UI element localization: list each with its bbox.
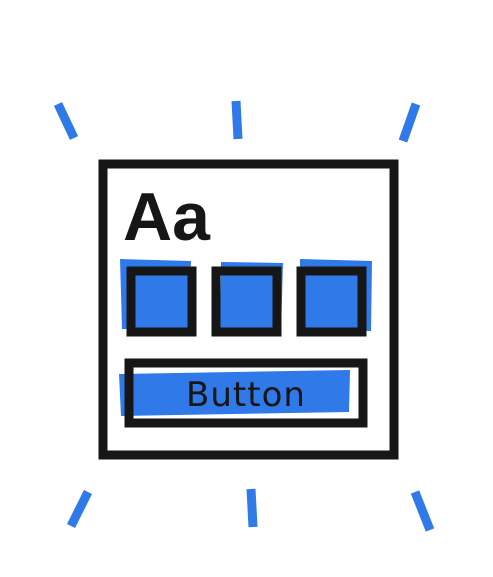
color-swatch [211, 266, 282, 337]
sparkle-ray [398, 102, 421, 143]
button-label: Button [186, 375, 306, 415]
button-fill [119, 370, 350, 416]
button-outline [124, 358, 368, 428]
sparkle-ray [410, 490, 435, 532]
swatch-fills [120, 259, 372, 331]
swatch-fill [300, 259, 372, 331]
color-swatches [126, 266, 367, 337]
typography-sample: Aa [123, 179, 211, 255]
color-swatch [126, 266, 197, 337]
sparkle-rays-bottom [66, 488, 435, 532]
sparkle-ray [246, 488, 258, 528]
ui-frame [98, 159, 399, 460]
sparkle-ray [66, 489, 93, 529]
swatch-fill [220, 262, 283, 331]
swatch-fill [120, 259, 191, 331]
sparkle-rays-top [53, 100, 421, 143]
button-illustration: Button [119, 358, 368, 428]
sparkle-ray [53, 102, 79, 140]
color-swatch [296, 266, 367, 337]
sparkle-ray [231, 100, 243, 140]
